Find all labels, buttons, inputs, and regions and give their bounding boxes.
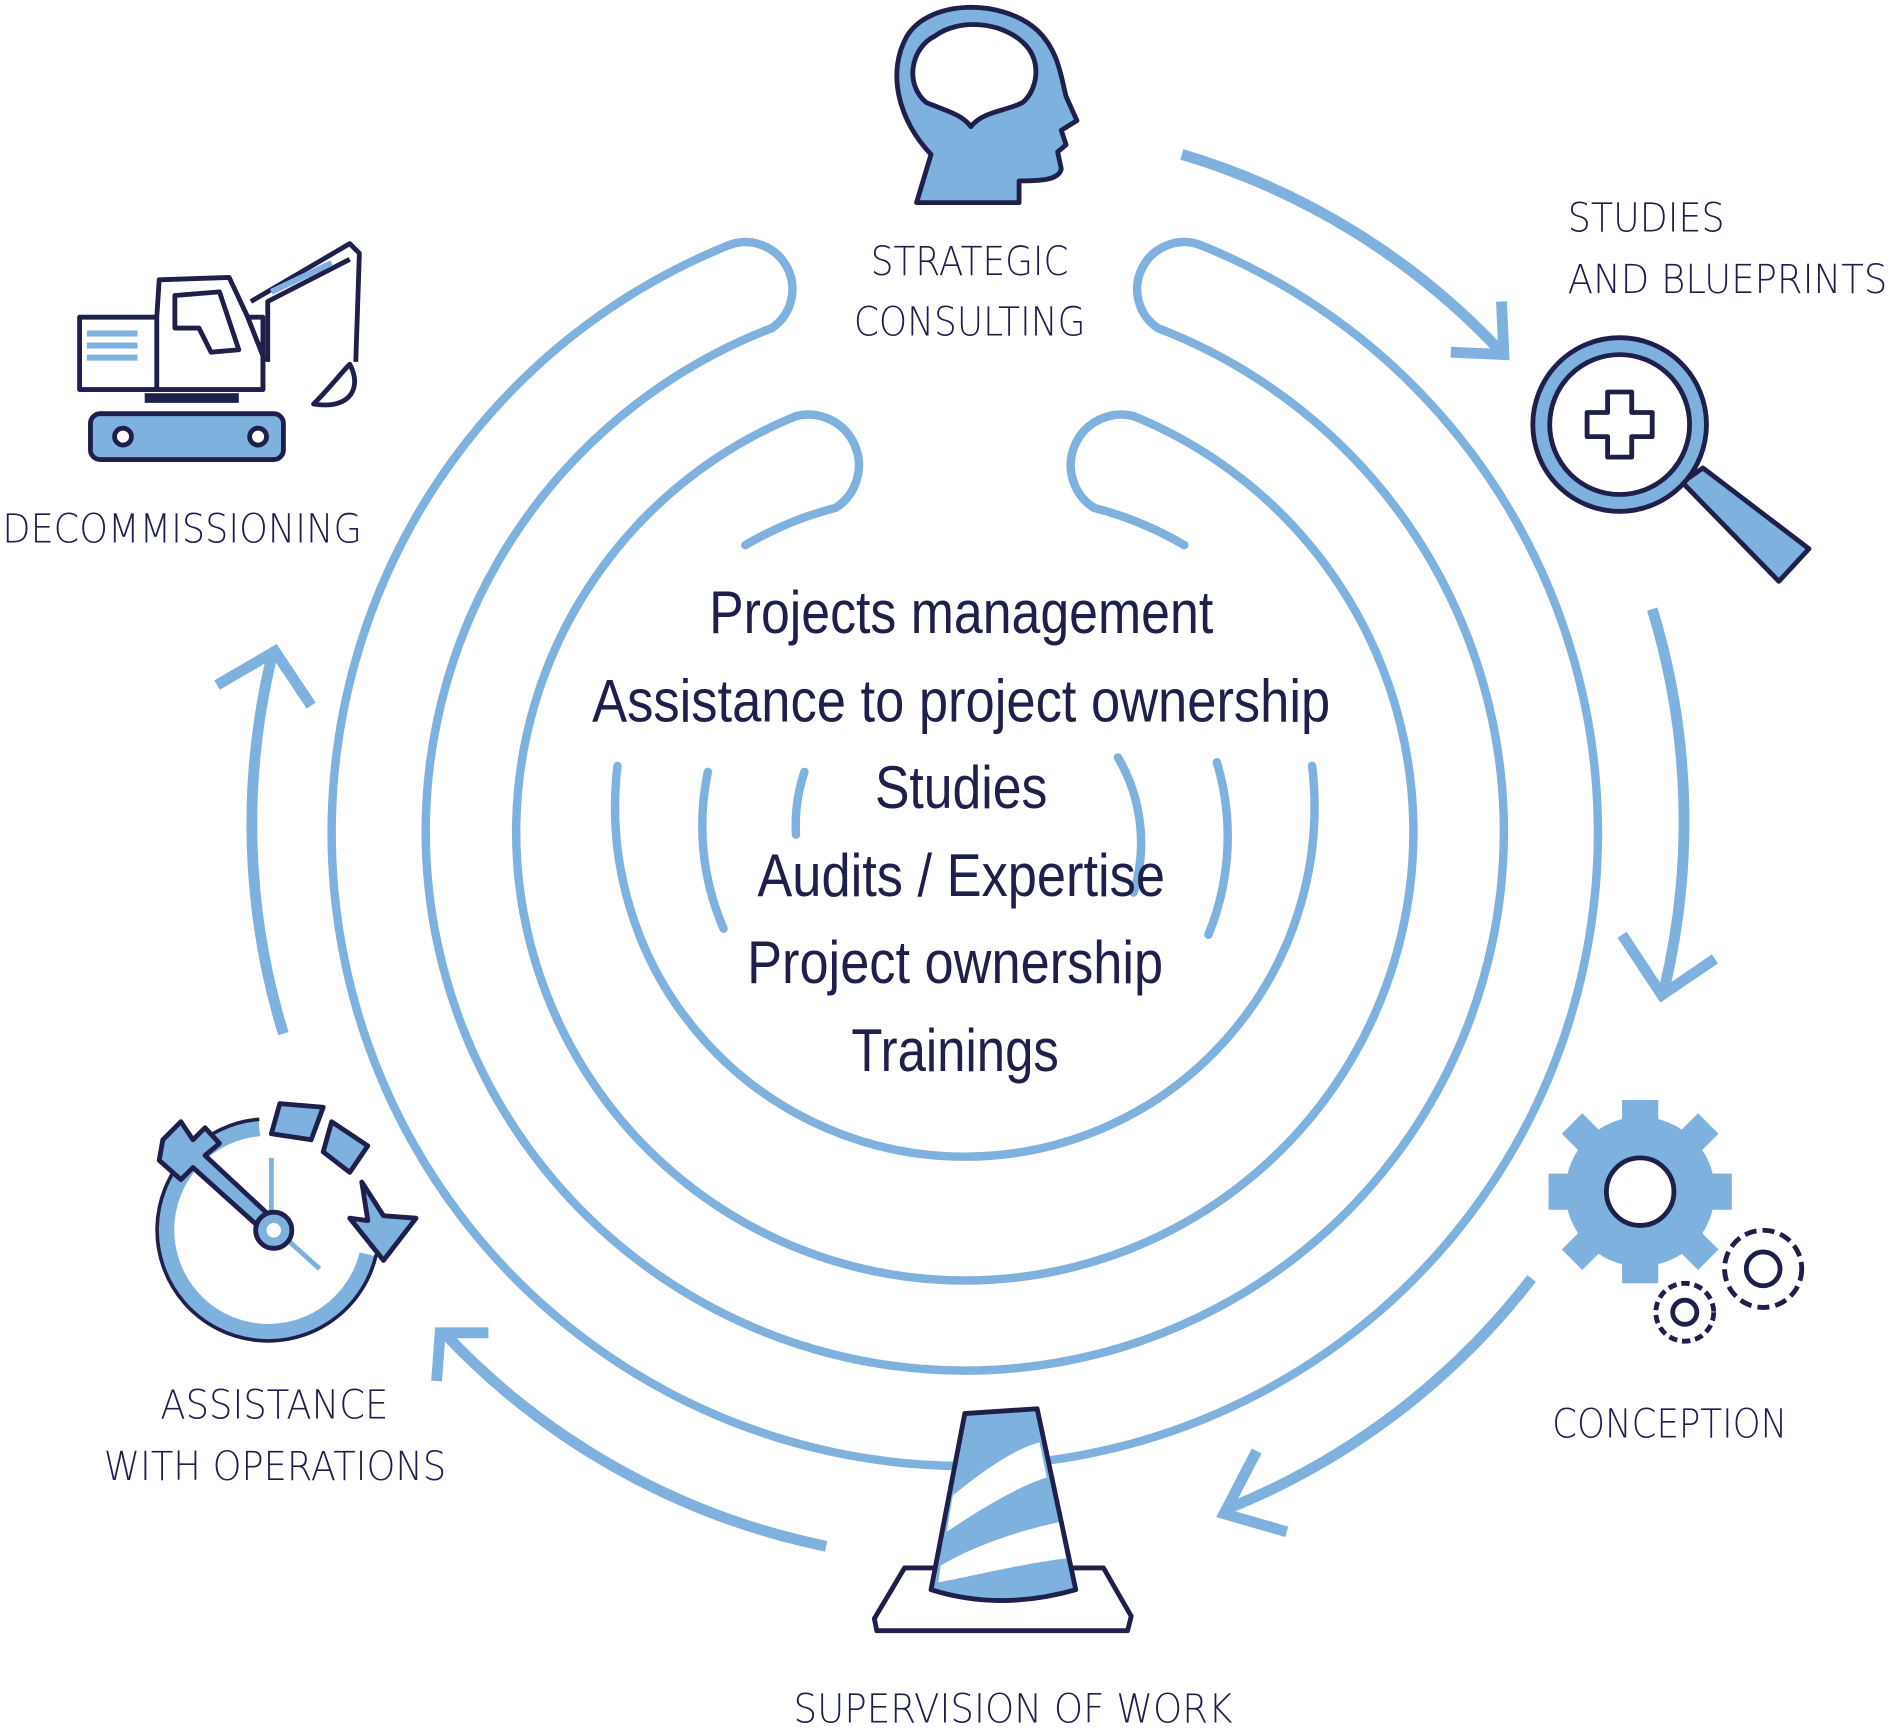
stage-strategic-consulting: STRATEGIC CONSULTING: [854, 4, 1086, 345]
service-item: Studies: [875, 753, 1047, 821]
third-ring: [511, 411, 1418, 1285]
stage-label: DECOMMISSIONING: [2, 507, 361, 553]
stage-supervision-of-work: SUPERVISION OF WORK: [794, 1406, 1233, 1732]
inner-ring: [610, 761, 1319, 1161]
inner-ring-top-right: [1089, 503, 1189, 550]
concentric-rings: [327, 237, 1603, 1471]
stage-conception: CONCEPTION: [1548, 1099, 1805, 1448]
ripple-left-mid: [698, 767, 728, 933]
ring-cap-right-outer: [1132, 237, 1205, 333]
excavator-icon: [77, 241, 362, 462]
service-item: Audits / Expertise: [757, 841, 1165, 909]
stage-decommissioning: DECOMMISSIONING: [2, 241, 362, 553]
stage-label: AND BLUEPRINTS: [1568, 257, 1888, 303]
magnifier-plus-icon: [1530, 335, 1812, 584]
center-services-list: Projects management Assistance to projec…: [592, 578, 1330, 1084]
stage-assistance-with-operations: ASSISTANCE WITH OPERATIONS: [104, 1101, 447, 1490]
service-item: Assistance to project ownership: [592, 666, 1330, 734]
ring-cap-left-outer: [725, 237, 797, 333]
arrow-strategic-to-studies: [1180, 149, 1510, 361]
stage-studies-and-blueprints: STUDIES AND BLUEPRINTS: [1530, 196, 1888, 584]
arrow-studies-to-conception: [1617, 607, 1718, 1003]
ripple-left-small: [791, 767, 809, 839]
stage-label: SUPERVISION OF WORK: [794, 1686, 1233, 1732]
stage-label: CONSULTING: [854, 299, 1086, 345]
traffic-cone-icon: [871, 1406, 1134, 1634]
wrench-clock-icon: [155, 1101, 419, 1343]
service-item: Trainings: [851, 1016, 1058, 1084]
service-item: Projects management: [709, 578, 1213, 646]
ring-cap-right-inner: [1066, 410, 1138, 513]
gears-icon: [1548, 1099, 1805, 1344]
stage-label: WITH OPERATIONS: [104, 1444, 447, 1490]
ripple-right-small: [1113, 753, 1146, 897]
stage-label: STUDIES: [1568, 196, 1725, 242]
head-brain-icon: [894, 4, 1080, 206]
stage-label: ASSISTANCE: [160, 1382, 388, 1428]
ring-cap-left-inner: [791, 410, 864, 513]
arrow-assistance-to-decommissioning: [214, 644, 316, 1036]
arrow-conception-to-supervision: [1216, 1275, 1536, 1537]
inner-ring-top-left: [741, 503, 840, 550]
service-item: Project ownership: [747, 928, 1163, 996]
arrow-supervision-to-assistance: [431, 1327, 828, 1552]
ripple-right-mid: [1204, 758, 1232, 939]
stage-label: CONCEPTION: [1552, 1402, 1787, 1448]
stage-label: STRATEGIC: [871, 239, 1069, 285]
second-ring: [421, 323, 1509, 1375]
cycle-arrows: [214, 149, 1718, 1552]
